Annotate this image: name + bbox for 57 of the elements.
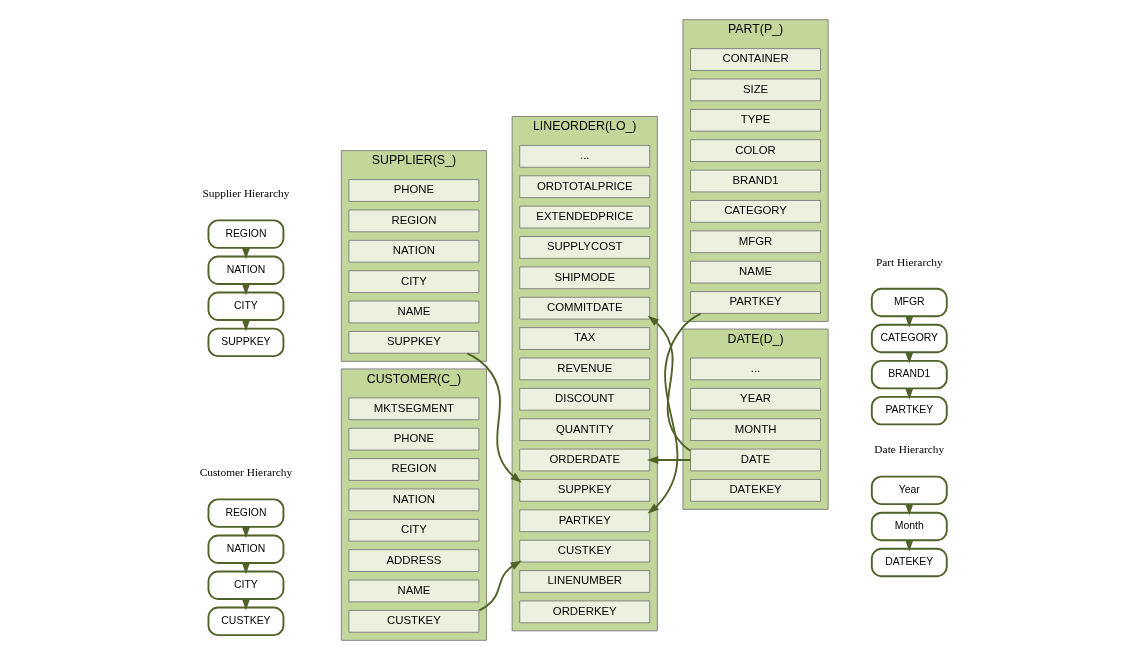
node-box: PHONE xyxy=(348,179,480,202)
node-box: CUSTKEY xyxy=(519,539,651,563)
node-box: ... xyxy=(519,144,651,168)
node-box: DATE xyxy=(690,448,822,472)
node-box: LINENUMBER xyxy=(519,570,651,593)
node-box: ORDERDATE xyxy=(519,448,651,472)
node-box: MFGR xyxy=(690,230,822,254)
arrow xyxy=(646,456,692,464)
node-box: NATION xyxy=(348,488,480,512)
node-box: PARTKEY xyxy=(870,395,948,426)
node-box: NAME xyxy=(690,260,822,284)
node-box: NAME xyxy=(348,579,480,603)
node-box: CITY xyxy=(348,518,480,542)
node-box: PARTKEY xyxy=(519,509,651,533)
node-box: ORDERKEY xyxy=(519,600,651,624)
label: Customer Hierarchy xyxy=(199,466,293,479)
node-box: PHONE xyxy=(348,427,480,451)
node-box: MONTH xyxy=(690,418,822,442)
node-box: COLOR xyxy=(690,139,822,163)
node-box: CONTAINER xyxy=(690,48,822,71)
label: Date Hierarchy xyxy=(874,443,945,456)
node-box: SUPPKEY xyxy=(348,330,480,354)
node-box: SHIPMODE xyxy=(519,266,651,290)
node-box: REVENUE xyxy=(519,357,651,381)
node-box: QUANTITY xyxy=(519,418,651,442)
label: Part Hierarchy xyxy=(875,255,943,268)
arrow xyxy=(647,312,702,514)
node-box: ORDTOTALPRICE xyxy=(519,175,651,199)
arrow xyxy=(647,315,692,452)
node-box: CATEGORY xyxy=(690,200,822,223)
arrow xyxy=(466,352,522,483)
node-box: TYPE xyxy=(690,108,822,132)
node-box: ADDRESS xyxy=(348,549,480,572)
node-box: NAME xyxy=(348,300,480,324)
node-box: TAX xyxy=(519,327,651,350)
node-box: BRAND1 xyxy=(690,169,822,193)
node-box: SIZE xyxy=(690,78,822,102)
node-box: REGION xyxy=(348,458,480,481)
node-box: EXTENDEDPRICE xyxy=(519,205,651,229)
node-box: YEAR xyxy=(690,387,822,411)
node-box: MKTSEGMENT xyxy=(348,397,480,421)
node-box: NATION xyxy=(348,239,480,263)
node-box: SUPPLYCOST xyxy=(519,236,651,259)
node-box: SUPPKEY xyxy=(519,479,651,502)
node-box: CITY xyxy=(348,270,480,293)
arrow xyxy=(478,560,522,612)
node-box: CUSTKEY xyxy=(348,609,480,633)
node-box: COMMITDATE xyxy=(519,296,651,320)
node-box: CUSTKEY xyxy=(207,606,285,637)
node-box: DATEKEY xyxy=(870,547,948,578)
node-box: REGION xyxy=(348,209,480,233)
node-box: ... xyxy=(690,357,822,381)
node-box: DISCOUNT xyxy=(519,387,651,411)
node-box: PARTKEY xyxy=(690,291,822,314)
node-box: SUPPKEY xyxy=(207,327,285,358)
label: Supplier Hierarchy xyxy=(202,187,290,200)
node-box: DATEKEY xyxy=(690,479,822,502)
